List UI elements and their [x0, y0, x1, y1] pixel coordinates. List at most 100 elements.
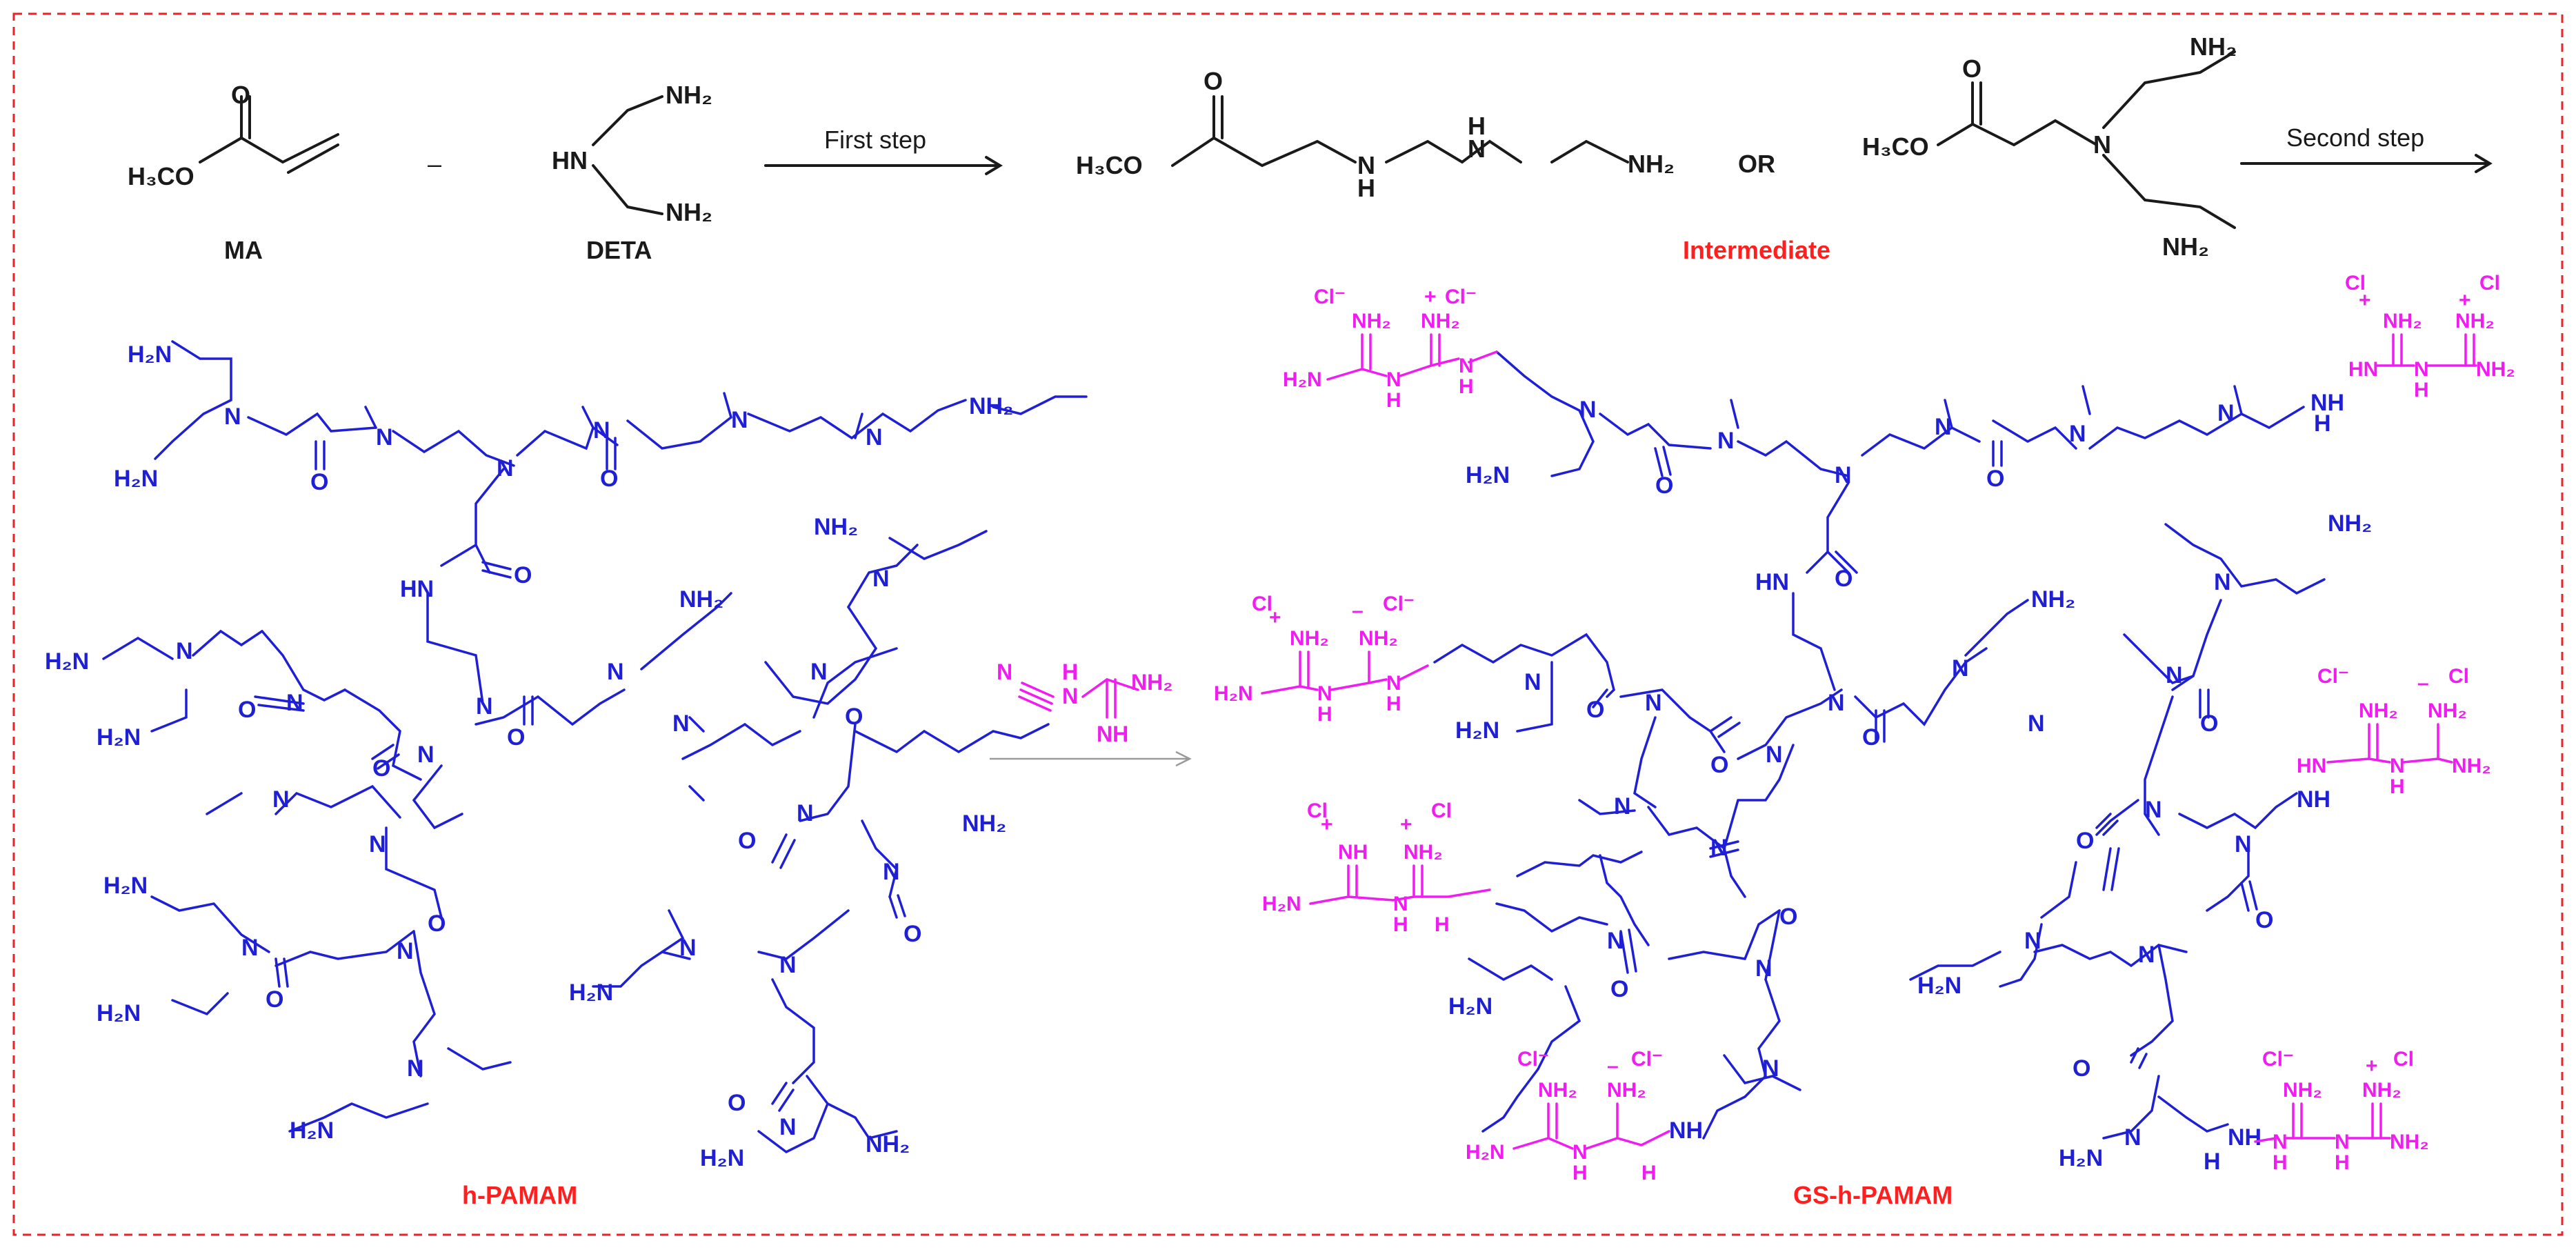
bond-line: [2095, 813, 2119, 836]
int1-h2: H: [1468, 112, 1486, 140]
or-label: OR: [1738, 150, 1775, 178]
atom: N: [497, 455, 514, 481]
atom: NH₂: [814, 514, 858, 540]
reagent-nh: NH: [1097, 722, 1128, 746]
atom-label: NH₂: [2428, 699, 2467, 722]
atom: NH: [2228, 1124, 2262, 1151]
atom: O: [514, 562, 532, 588]
bond-line: [1430, 333, 1460, 368]
deta-nh2-bot: NH₂: [666, 198, 712, 226]
bond-line: [481, 561, 512, 579]
atom-label: Cl: [1252, 593, 1272, 615]
atom: N: [1952, 655, 1969, 682]
atom: N: [1717, 428, 1735, 454]
bond-line: [757, 909, 850, 960]
bond-line: [1212, 95, 1224, 139]
atom-label: Cl⁻: [2262, 1048, 2294, 1071]
atom: O: [1610, 976, 1628, 1002]
separator: –: [428, 150, 441, 178]
atom: O: [1862, 724, 1880, 751]
bond-line: [364, 392, 863, 439]
atom-label: H: [1393, 913, 1408, 936]
atom: N: [2138, 942, 2155, 968]
bond-line: [2240, 880, 2258, 912]
bond-line: [2088, 406, 2305, 450]
atom-label: H₂N: [1214, 682, 1253, 705]
int1-h1: H: [1357, 174, 1375, 202]
bond-line: [392, 429, 515, 467]
atom: N: [286, 690, 303, 716]
bond-line: [1619, 928, 1637, 974]
atom-label: Cl⁻: [1517, 1048, 1549, 1071]
bond-line: [1668, 909, 1781, 960]
bond-line: [661, 909, 685, 953]
atom: H₂N: [1466, 462, 1510, 488]
atom-label: NH₂: [1607, 1079, 1646, 1102]
bond-line: [1516, 661, 1553, 733]
atom: N: [2235, 831, 2252, 857]
bond-line: [412, 930, 436, 1077]
atom-label: +: [1321, 813, 1333, 836]
bond-line: [1764, 909, 1781, 981]
atom: N: [397, 938, 414, 964]
deta-nh2-top: NH₂: [666, 81, 712, 109]
intermediate2-structure: [1937, 50, 2236, 229]
atom-label: Cl: [2448, 665, 2469, 688]
bond-line: [2102, 50, 2236, 129]
deta-structure: [592, 95, 663, 215]
atom: H₂N: [569, 980, 613, 1006]
bond-line: [1909, 951, 2001, 981]
bond-line: [371, 744, 400, 770]
atom: O: [1986, 466, 2004, 492]
atom-label: H: [2390, 775, 2405, 798]
atom: N: [376, 424, 393, 450]
h-pamam-label: h-PAMAM: [462, 1181, 577, 1209]
atom-label: H₂N: [1466, 1141, 1505, 1164]
atom: O: [1835, 566, 1853, 592]
atom: O: [372, 755, 390, 782]
atom: N: [2124, 1124, 2141, 1151]
atom-label: Cl: [2393, 1048, 2414, 1071]
arrow-second-step: [2240, 154, 2493, 173]
top-row: [199, 50, 2493, 229]
bond-line: [1709, 716, 1741, 738]
atom: N: [779, 1114, 797, 1140]
bond-line: [1964, 599, 2029, 657]
bond-line: [247, 412, 377, 436]
atom-label: Cl⁻: [1445, 286, 1477, 308]
atom: N: [1828, 690, 1845, 716]
intermediate-label: Intermediate: [1683, 236, 1830, 264]
atom: N: [1755, 955, 1773, 982]
atom: N: [810, 659, 828, 685]
atom: O: [1655, 473, 1673, 499]
atom-label: N: [2390, 755, 2405, 777]
bond-line: [2326, 757, 2453, 764]
atom: N: [407, 1055, 424, 1082]
int1-nh2: NH₂: [1628, 150, 1675, 178]
atom: NH: [2297, 786, 2330, 813]
bond-line: [1578, 799, 1636, 815]
atom: H₂N: [103, 873, 148, 899]
bond-line: [440, 468, 505, 574]
atom: NH₂: [2328, 510, 2372, 537]
bond-line: [1261, 664, 1429, 695]
atom-label: NH₂: [1359, 627, 1398, 650]
bond-line: [343, 688, 422, 781]
bond-line: [812, 647, 898, 719]
atom: NH: [1669, 1117, 1703, 1144]
atom: O: [845, 704, 863, 730]
arrow1-label: First step: [824, 126, 926, 154]
bond-line: [847, 544, 919, 608]
atom-label: NH₂: [2283, 1079, 2322, 1102]
atom-label: NH₂: [1290, 627, 1329, 650]
atom: N: [2166, 662, 2183, 688]
atom-label: Cl: [2479, 272, 2500, 295]
atom-label: NH₂: [1538, 1079, 1577, 1102]
atom-label: NH₂: [2476, 358, 2515, 381]
atom: HN: [400, 576, 434, 602]
atom: O: [728, 1090, 746, 1116]
ma-structure: [199, 95, 339, 174]
atom: N: [607, 659, 624, 685]
bond-line: [1723, 1054, 1801, 1091]
